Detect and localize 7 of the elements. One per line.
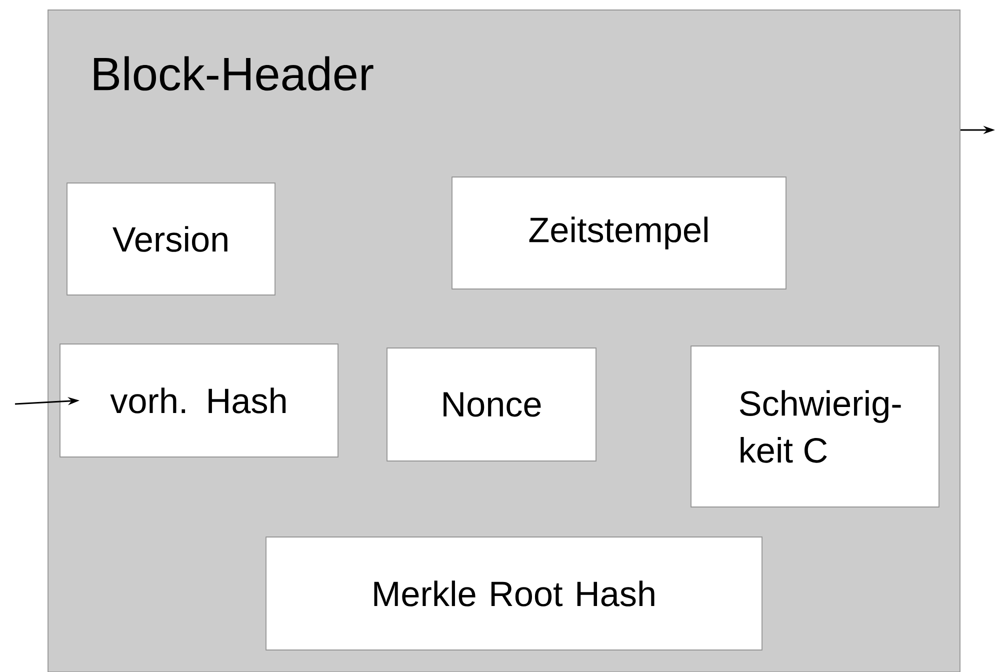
field-box: Nonce bbox=[386, 348, 596, 462]
field-box: Schwierig- keit C bbox=[690, 346, 940, 508]
field-box: Zeitstempel bbox=[452, 176, 786, 290]
field-box: Version bbox=[66, 182, 276, 296]
field-box: Merkle Root Hash bbox=[266, 536, 762, 650]
field-box: vorh. Hash bbox=[60, 344, 338, 458]
panel-heading: Block-Header bbox=[94, 56, 374, 91]
